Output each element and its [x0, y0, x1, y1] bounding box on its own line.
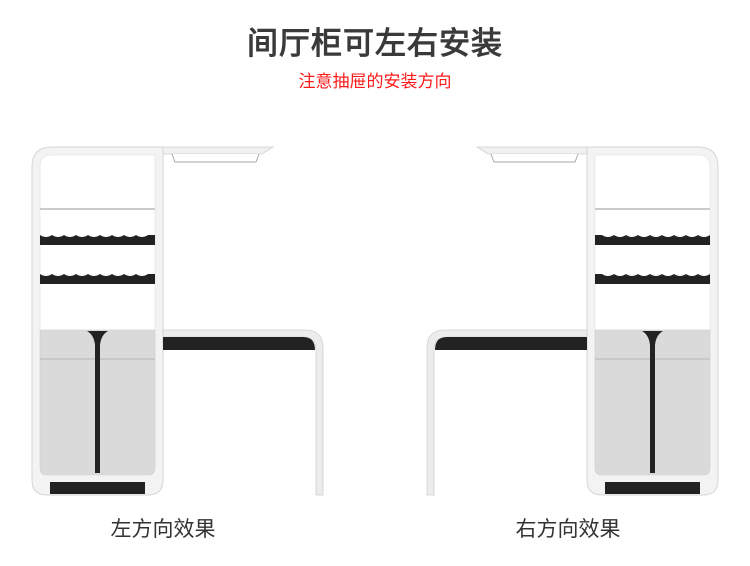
- page-subtitle: 注意抽屉的安装方向: [298, 72, 452, 92]
- left-orientation-cabinet: [31, 146, 324, 496]
- page-title: 间厅柜可左右安装: [247, 26, 503, 62]
- left-view-caption: 左方向效果: [110, 517, 216, 541]
- right-view-caption: 右方向效果: [515, 517, 621, 541]
- right-orientation-cabinet: [426, 146, 719, 496]
